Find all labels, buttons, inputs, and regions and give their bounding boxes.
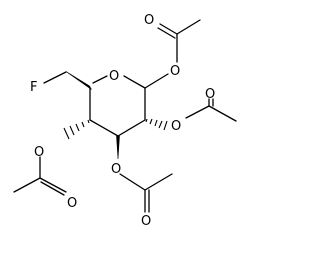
bond-o3-carbonylC — [119, 173, 146, 191]
fluoromethyl-group — [43, 71, 92, 90]
structure-canvas: F O O O O O O O O O — [13, 13, 237, 229]
bond-carbonylC-o-a — [39, 177, 67, 193]
atom-label-ring-oxygen: O — [109, 69, 119, 84]
bond-c1-o1 — [144, 73, 169, 89]
bond-c6-f — [43, 71, 67, 84]
bond-c2-c3 — [117, 119, 146, 137]
bond-carbonylC-o-b — [40, 181, 65, 196]
bond-c3-c4 — [89, 119, 119, 137]
bond-carbonylC-o-a — [159, 23, 178, 35]
bond-c5-ringO — [92, 75, 108, 84]
acetate-c3 — [116, 135, 173, 213]
atom-label-o2-carbonyl: O — [205, 87, 215, 102]
atom-label-o4-ester: O — [34, 145, 44, 160]
atom-label-o3-carbonyl: O — [141, 214, 151, 229]
acetate-c1 — [144, 19, 201, 89]
wedge-c3-o3 — [116, 135, 120, 160]
atom-label-o2-ester: O — [171, 119, 181, 134]
acetate-c4 — [13, 119, 90, 196]
bond-carbonylC-o-b — [157, 27, 176, 39]
atom-label-o1-carbonyl: O — [144, 13, 154, 28]
atom-label-o4-carbonyl: O — [67, 196, 77, 211]
atom-label-fluorine: F — [30, 80, 37, 95]
hash-c2-o2 — [145, 118, 168, 131]
acetate-c2 — [145, 98, 237, 131]
bond-carbonylC-methyl — [176, 19, 201, 35]
atom-label-o3-ester: O — [111, 162, 121, 177]
atom-label-o1-ester: O — [170, 64, 180, 79]
bond-ringO-c1 — [123, 75, 146, 89]
bond-carbonylC-methyl — [13, 177, 41, 193]
hash-c4-o4 — [63, 119, 90, 140]
bond-carbonylC-methyl — [208, 105, 237, 122]
bond-carbonylC-methyl — [144, 173, 173, 191]
wedge-c5-c6 — [65, 71, 92, 90]
pyranose-ring — [89, 75, 146, 137]
molecule-drawing: F O O O O O O O O O — [13, 13, 237, 229]
bond-o2-carbonylC — [185, 105, 210, 119]
